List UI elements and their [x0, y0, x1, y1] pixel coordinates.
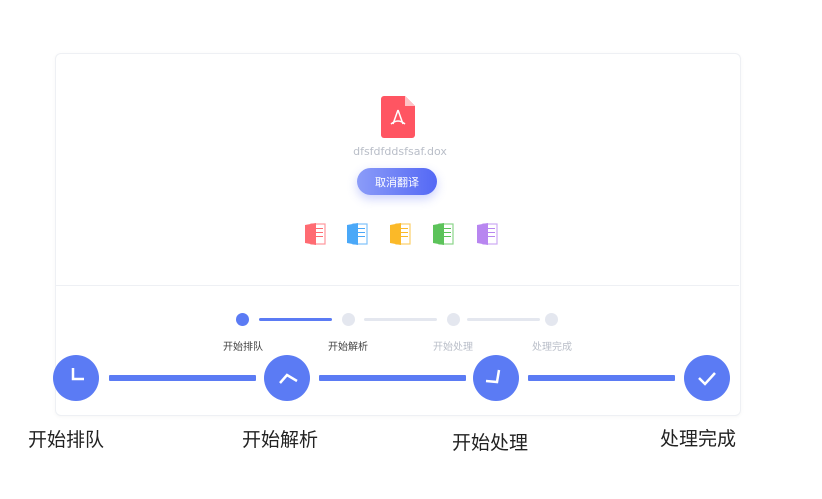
step-bar: [259, 318, 332, 321]
progress-bar: [109, 375, 256, 381]
progress-bar: [319, 375, 466, 381]
pdf-file-icon: [381, 96, 415, 138]
file-name: dfsfdfddsfsaf.dox: [353, 145, 447, 158]
step-dot-process: [447, 313, 460, 326]
clock-icon: [473, 355, 519, 401]
big-step-label: 开始排队: [28, 429, 105, 451]
step-bar: [467, 318, 540, 321]
step-label: 开始解析: [328, 342, 368, 353]
clock-icon: [53, 355, 99, 401]
pdf-format-icon: [304, 222, 326, 246]
step-label: 处理完成: [532, 342, 572, 353]
ppt-format-icon: [389, 222, 411, 246]
step-label: 开始排队: [223, 342, 263, 353]
step-dot-done: [545, 313, 558, 326]
big-step-label: 开始解析: [242, 429, 319, 451]
step-dot-queue: [236, 313, 249, 326]
step-bar: [364, 318, 437, 321]
clock-icon: [264, 355, 310, 401]
big-step-label: 开始处理: [452, 432, 529, 454]
excel-format-icon: [432, 222, 454, 246]
word-format-icon: [346, 222, 368, 246]
step-label: 开始处理: [433, 342, 473, 353]
big-step-label: 处理完成: [660, 428, 737, 450]
cancel-translation-button[interactable]: 取消翻译: [357, 168, 437, 195]
progress-bar: [528, 375, 675, 381]
jpg-format-icon: [476, 222, 498, 246]
check-icon: [684, 355, 730, 401]
divider: [56, 285, 739, 286]
step-dot-parse: [342, 313, 355, 326]
